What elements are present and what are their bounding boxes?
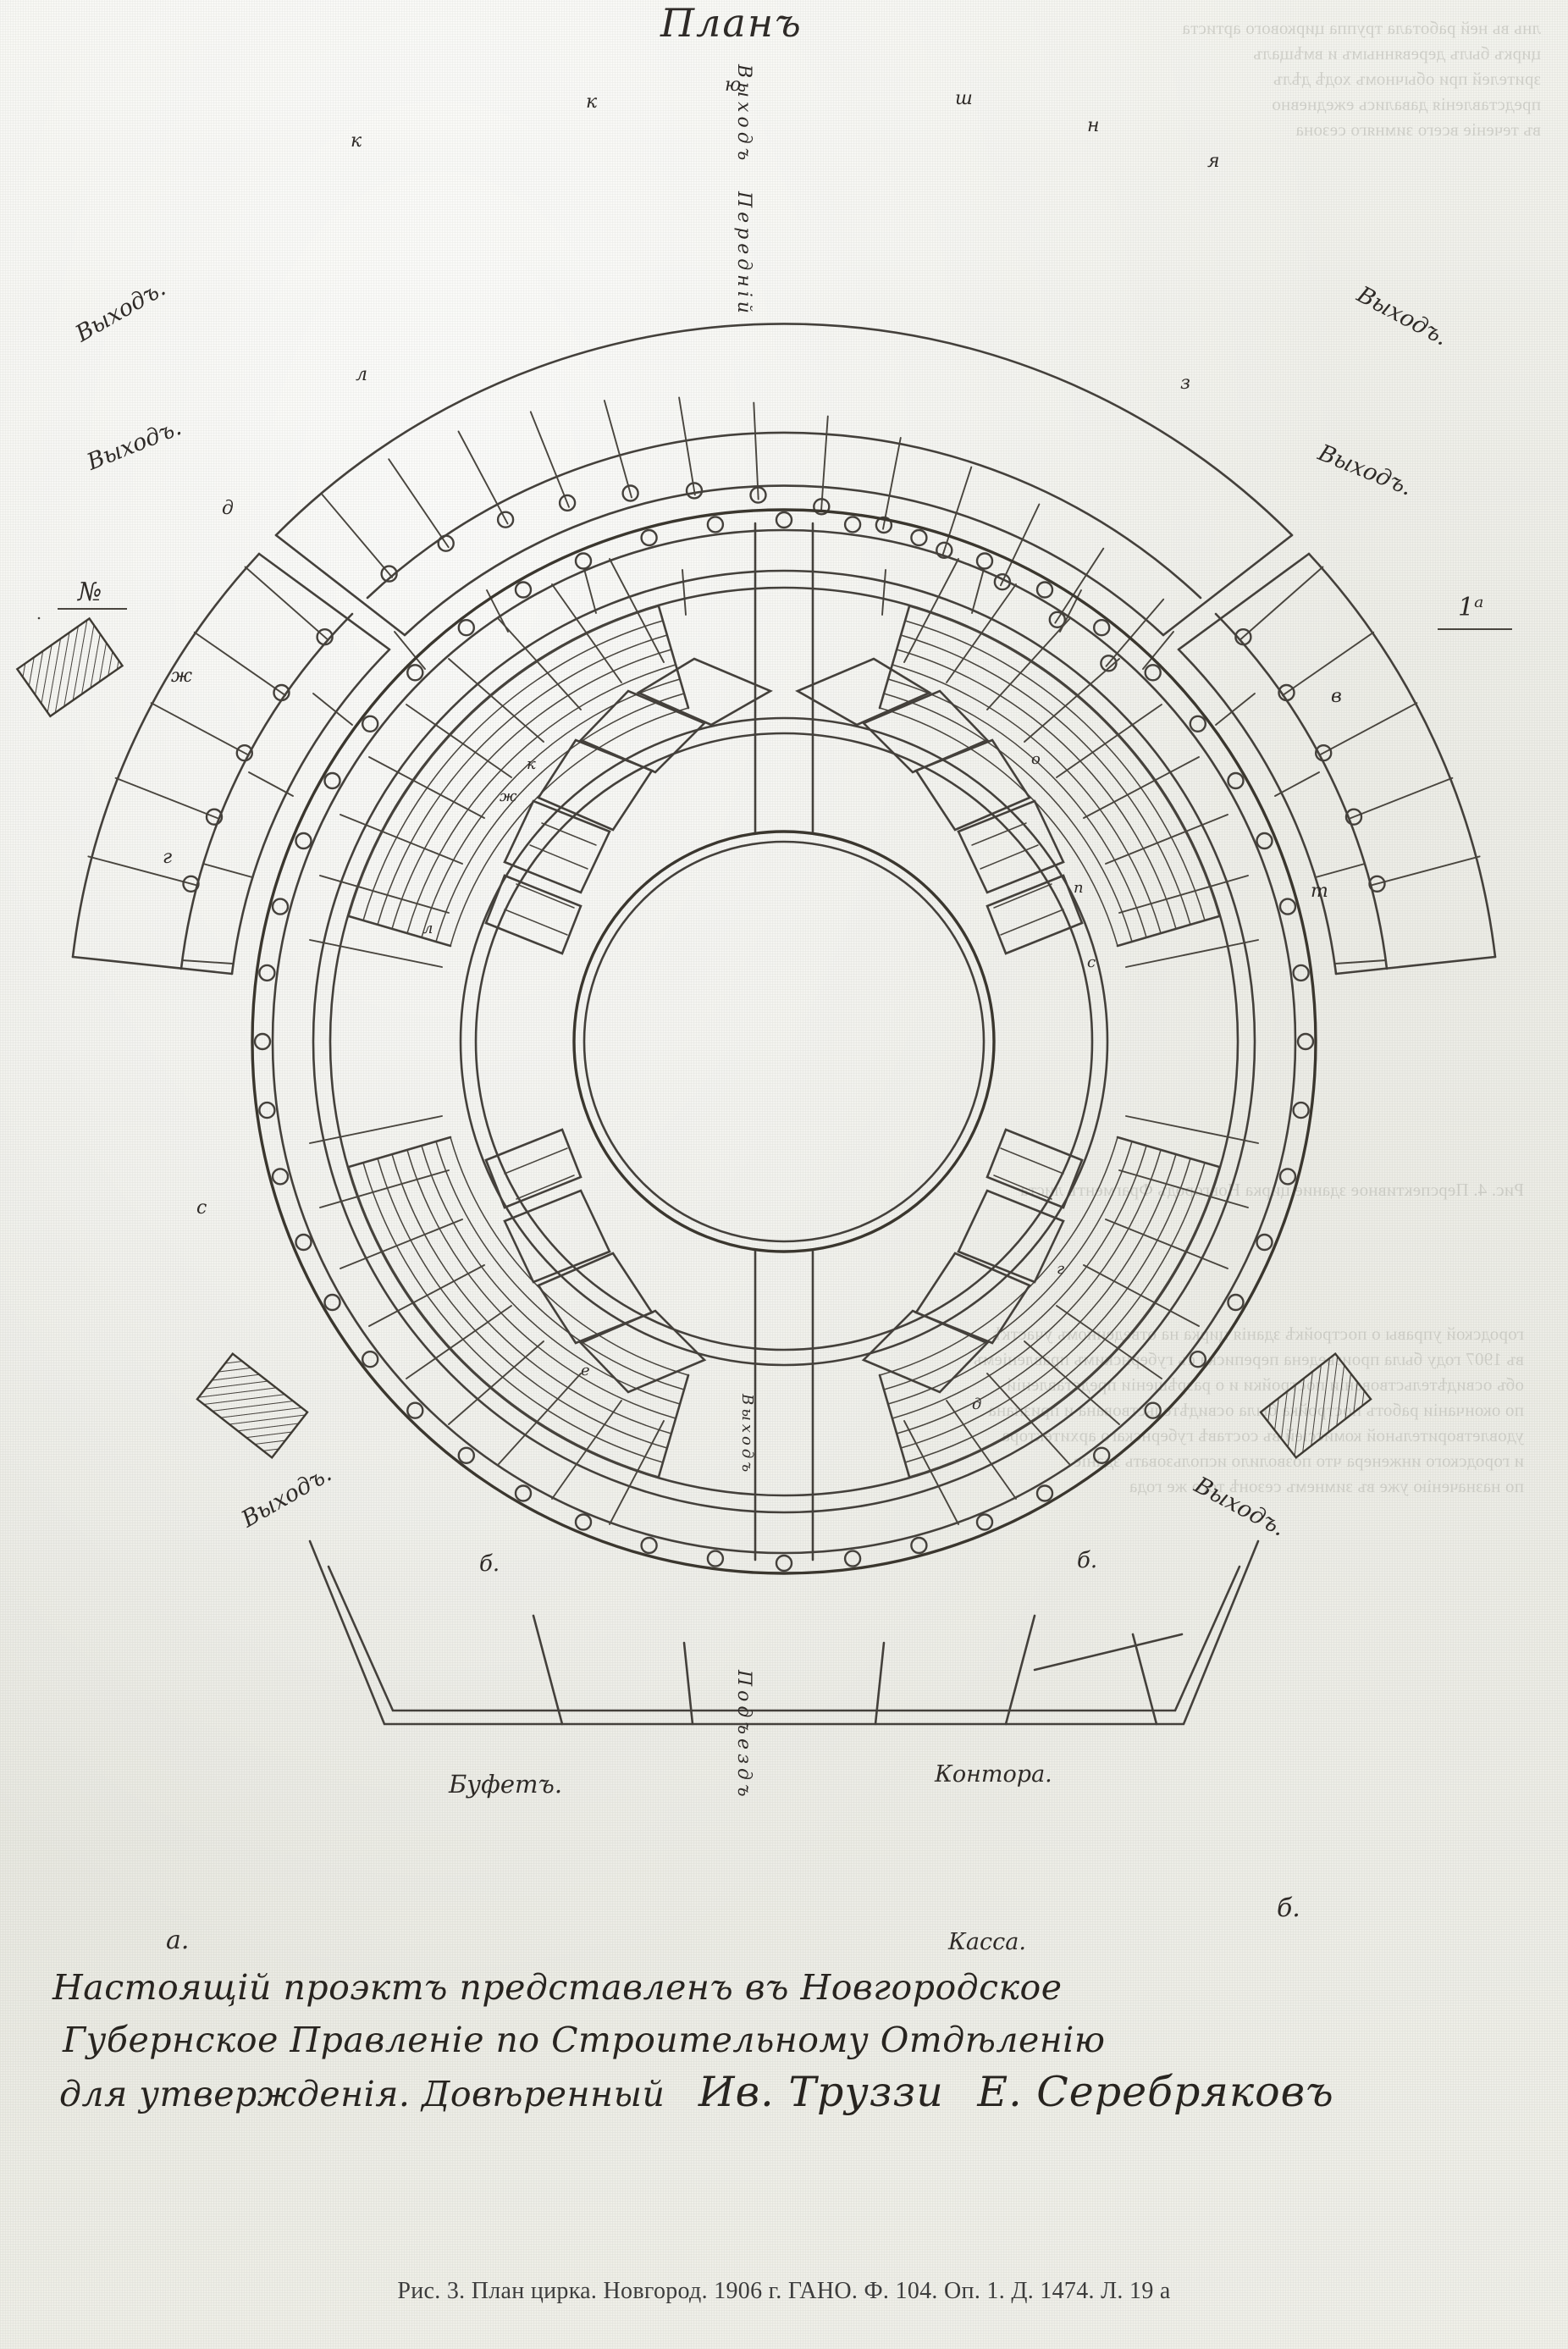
inscription-line-3-text: для утвержденiя. Довѣренный [59, 2074, 665, 2114]
seat-letter-inner-3: о [1031, 750, 1041, 768]
section-mark-bottom-left: а. [166, 1926, 190, 1955]
plan-title: Планъ [660, 0, 803, 46]
seat-letter-inner-8: е [581, 1362, 590, 1379]
label-room-buffet: Буфетъ. [449, 1770, 563, 1799]
seat-letter-inner-6: г [1057, 1260, 1065, 1278]
section-mark-bottom-right: б. [1277, 1893, 1300, 1923]
inscription-line-3: для утвержденiя. Довѣренный Ив. Труззи Е… [52, 2066, 1526, 2120]
seat-letter-inner-2: л [423, 920, 433, 937]
seat-letter-outer-5: я [1207, 151, 1220, 172]
inscription-line-2: Губернское Правленiе по Строительному От… [63, 2020, 1106, 2060]
seat-letter-mid-6: в [1331, 686, 1342, 707]
seat-letter-inner-0: ж [500, 788, 517, 805]
seat-letter-mid-5: т [1311, 881, 1328, 902]
signature-truzzi: Ив. Труззи [698, 2068, 944, 2116]
section-rule-left [58, 608, 127, 610]
seat-letter-outer-4: н [1087, 115, 1100, 136]
seat-letter-mid-0: л [356, 364, 368, 385]
seat-letter-inner-5: с [1087, 953, 1096, 971]
seat-letter-outer-2: к [351, 130, 362, 152]
label-porch-lower-vertical: Подъездъ [733, 1670, 754, 1801]
seat-letter-mid-2: ж [171, 666, 193, 687]
section-mark-mid-right: б. [1077, 1548, 1098, 1573]
seat-letter-outer-1: к [586, 91, 598, 113]
label-room-office: Контора. [935, 1761, 1052, 1788]
seat-letter-mid-1: д [222, 498, 234, 519]
seat-letter-inner-7: д [972, 1396, 982, 1413]
seat-letter-outer-0: ю [725, 75, 742, 96]
section-mark-mid-left: б. [479, 1551, 500, 1577]
handwritten-inscription-block: Настоящiй проэктъ представленъ въ Новгор… [52, 1961, 1526, 2120]
seat-letter-mid-7: з [1180, 373, 1190, 394]
label-front-mid-vertical: Передній [733, 191, 754, 318]
section-mark-right: 1ᵃ [1458, 593, 1484, 622]
seat-letter-outer-3: ш [955, 88, 973, 109]
label-exit-top-vertical: Выходъ [733, 64, 754, 165]
signature-serebryakov: Е. Серебряковъ [977, 2068, 1334, 2116]
figure-caption: Рис. 3. План цирка. Новгород. 1906 г. ГА… [397, 2278, 1171, 2304]
section-rule-right [1438, 628, 1512, 630]
label-exit-inner-lower-vertical: Выходъ [738, 1394, 756, 1476]
seat-letter-inner-4: п [1074, 879, 1084, 897]
label-room-box-office: Касса. [948, 1929, 1026, 1955]
seat-letter-mid-3: г [163, 847, 173, 868]
section-mark-left: № [78, 578, 102, 607]
seat-letter-mid-4: с [196, 1197, 207, 1219]
seat-letter-inner-1: к [527, 755, 536, 773]
inscription-line-1: Настоящiй проэктъ представленъ въ Новгор… [52, 1967, 1063, 2008]
